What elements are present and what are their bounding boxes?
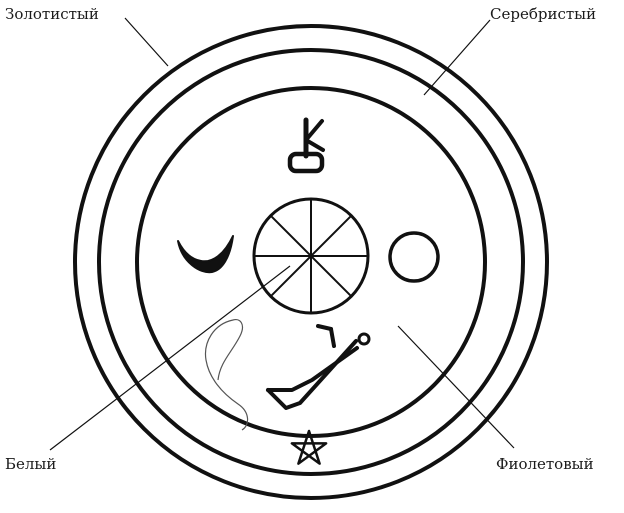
- label-inner-field: Фиолетовый: [496, 455, 594, 473]
- key-bow: [287, 151, 325, 174]
- serpent-symbol: [204, 319, 249, 431]
- crescent-moon-symbol: [177, 235, 234, 274]
- horn-knob: [357, 332, 371, 346]
- outer-ring: [73, 24, 549, 500]
- label-center: Белый: [5, 455, 56, 473]
- outer-ring-leader: [124, 17, 169, 67]
- label-middle-ring: Серебристый: [490, 5, 596, 23]
- center-leader: [49, 265, 291, 451]
- eight-spoked-wheel-symbol: [252, 197, 370, 315]
- circle-symbol: [388, 231, 440, 283]
- horn-symbol: [266, 324, 371, 410]
- middle-ring: [97, 48, 525, 476]
- pentagram-symbol: [290, 429, 328, 465]
- middle-ring-leader: [423, 19, 491, 96]
- label-outer-ring: Золотистый: [5, 5, 99, 23]
- leader-lines: [49, 17, 515, 451]
- inner-field-leader: [397, 325, 515, 449]
- key-symbol: [287, 117, 325, 174]
